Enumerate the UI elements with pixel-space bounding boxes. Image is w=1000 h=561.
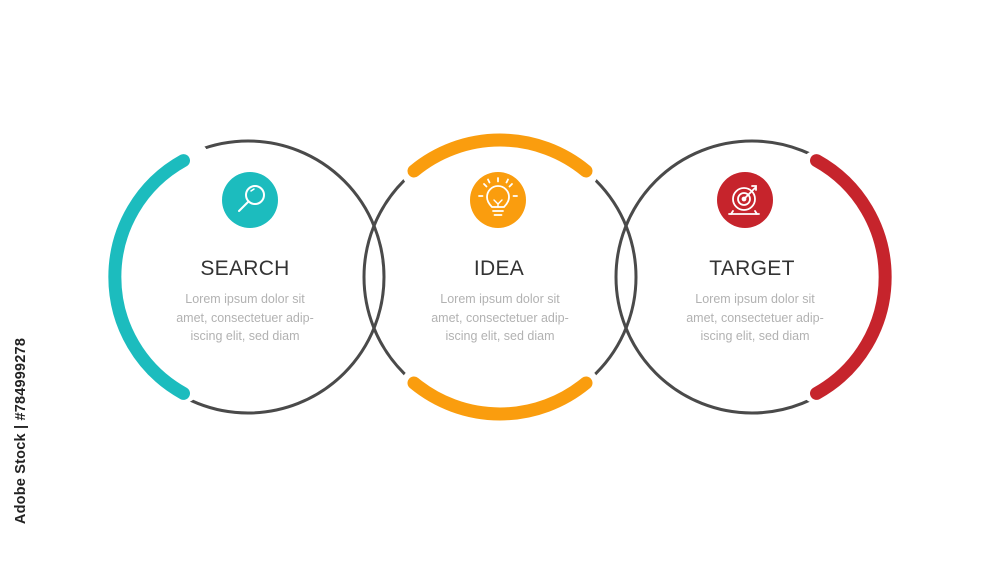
step-1-title: SEARCH xyxy=(200,257,290,280)
step-3-description-line: iscing elit, sed diam xyxy=(700,329,810,343)
step-3-description-line: amet, consectetuer adip- xyxy=(686,310,824,325)
step-2-title: IDEA xyxy=(473,257,525,280)
stock-id-watermark: Adobe Stock | #784999278 xyxy=(8,316,34,546)
step-2-description-line: Lorem ipsum dolor sit xyxy=(440,292,560,306)
step-2-accent-arc-bottom xyxy=(407,376,593,421)
step-2-icon-badge xyxy=(470,172,526,228)
step-1-icon-badge xyxy=(222,172,278,228)
magnifier-icon xyxy=(238,185,265,212)
lightbulb-icon xyxy=(478,177,518,216)
target-icon xyxy=(728,185,760,215)
step-2-description-line: amet, consectetuer adip- xyxy=(431,310,569,325)
step-3-accent-arc xyxy=(810,154,892,400)
step-1-accent-arc xyxy=(108,154,190,400)
step-3-description: Lorem ipsum dolor sit amet, consectetuer… xyxy=(665,290,845,346)
step-1-description-line: Lorem ipsum dolor sit xyxy=(185,292,305,306)
step-2-accent-arc-top xyxy=(407,133,593,178)
step-3-description-line: Lorem ipsum dolor sit xyxy=(695,292,815,306)
step-2-description-line: iscing elit, sed diam xyxy=(445,329,555,343)
stock-id-text: Adobe Stock | #784999278 xyxy=(13,337,29,525)
step-1-description-line: iscing elit, sed diam xyxy=(190,329,300,343)
step-2-description: Lorem ipsum dolor sit amet, consectetuer… xyxy=(410,290,590,346)
step-1-description-line: amet, consectetuer adip- xyxy=(176,310,314,325)
step-1-description: Lorem ipsum dolor sit amet, consectetuer… xyxy=(155,290,335,346)
step-3-title: TARGET xyxy=(709,257,795,280)
